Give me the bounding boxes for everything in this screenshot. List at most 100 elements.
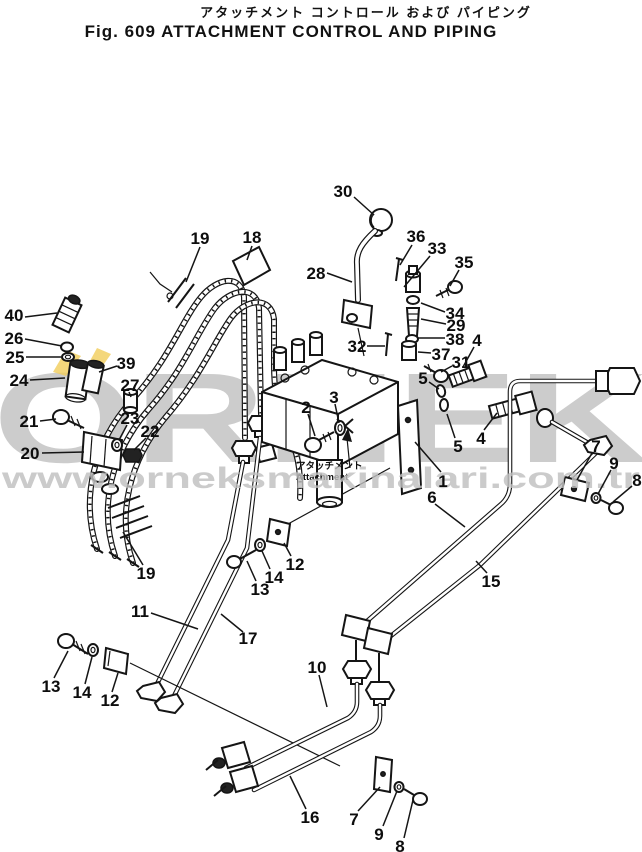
leader-line-34 — [420, 302, 446, 313]
clamp-group-left — [57, 633, 341, 767]
part-label-37: 37 — [432, 345, 451, 364]
part-label-29: 29 — [447, 316, 466, 335]
plate-group-right — [559, 475, 624, 515]
part-label-4: 4 — [472, 331, 482, 350]
leader-line-26 — [24, 338, 63, 347]
leader-line-21 — [39, 418, 57, 422]
part-label-31: 31 — [452, 353, 471, 372]
leader-line-24 — [29, 377, 66, 381]
part-label-2: 2 — [301, 398, 310, 417]
part-label-33: 33 — [428, 239, 447, 258]
part-label-36: 36 — [407, 227, 426, 246]
leader-line-39 — [98, 365, 118, 373]
part-label-9: 9 — [609, 454, 618, 473]
figure-header: アタッチメント コントロール および パイピング Fig. 609 ATTACH… — [0, 0, 642, 42]
part-label-6: 6 — [427, 488, 436, 507]
part-label-14: 14 — [73, 683, 92, 702]
tubes-11-17 — [135, 435, 263, 715]
leader-line-5 — [428, 381, 440, 390]
part-label-19: 19 — [191, 229, 210, 248]
leader-line-2 — [307, 413, 316, 437]
attachment-callout — [342, 428, 352, 469]
valve-fittings-right — [435, 359, 593, 447]
leader-line-19 — [185, 246, 201, 283]
part-label-24: 24 — [10, 371, 29, 390]
part-label-3: 3 — [329, 388, 338, 407]
leader-line-19 — [122, 531, 144, 566]
part-label-13: 13 — [42, 677, 61, 696]
leader-line-13 — [246, 560, 257, 582]
attachment-label-ja: アタッチメント — [296, 460, 363, 472]
leader-line-33 — [403, 255, 431, 288]
leader-line-37 — [417, 351, 432, 354]
leader-line-12 — [111, 672, 119, 693]
part-label-21: 21 — [20, 412, 39, 431]
leader-line-13 — [53, 650, 69, 679]
part-label-40: 40 — [5, 306, 24, 325]
part-label-1: 1 — [438, 472, 447, 491]
leader-line-7 — [357, 786, 381, 812]
leader-line-14 — [261, 550, 271, 570]
leader-line-27 — [128, 391, 132, 398]
part-label-8: 8 — [395, 837, 404, 852]
part-label-23: 23 — [121, 409, 140, 428]
part-label-32: 32 — [348, 337, 367, 356]
leader-line-5 — [446, 413, 456, 439]
part-label-22: 22 — [141, 422, 160, 441]
part-label-13: 13 — [251, 580, 270, 599]
leader-line-17 — [220, 613, 244, 633]
part-label-16: 16 — [301, 808, 320, 827]
part-label-19: 19 — [137, 564, 156, 583]
control-valve-block — [261, 331, 423, 508]
leader-line-35 — [449, 269, 460, 287]
part-label-39: 39 — [117, 354, 136, 373]
part-label-34: 34 — [446, 304, 465, 323]
plate-group-bottom — [372, 755, 428, 806]
part-label-28: 28 — [307, 264, 326, 283]
leader-line-23 — [118, 424, 128, 441]
part-label-7: 7 — [591, 437, 600, 456]
part-label-4: 4 — [476, 429, 486, 448]
part-label-20: 20 — [21, 444, 40, 463]
part-label-30: 30 — [334, 182, 353, 201]
part-label-5: 5 — [418, 369, 427, 388]
hose-clamp-lower — [107, 495, 153, 539]
leader-line-18 — [246, 245, 253, 261]
bolt-2-washer-3 — [304, 420, 346, 453]
part-label-14: 14 — [265, 568, 284, 587]
leader-line-22 — [133, 437, 147, 451]
svg-text:www.orneksmakinalari.com.tr: www.orneksmakinalari.com.tr — [0, 462, 640, 495]
leader-line-36 — [399, 244, 413, 266]
leader-line-4 — [462, 346, 475, 368]
leader-line-14 — [84, 656, 93, 685]
part-label-12: 12 — [286, 555, 305, 574]
leader-line-15 — [475, 560, 488, 574]
part-label-26: 26 — [5, 329, 24, 348]
figure-title-english: Fig. 609 ATTACHMENT CONTROL AND PIPING — [84, 22, 498, 41]
part-label-8: 8 — [632, 471, 641, 490]
leader-line-20 — [41, 451, 85, 454]
part-label-38: 38 — [446, 330, 465, 349]
leader-line-40 — [24, 312, 58, 318]
part-label-25: 25 — [6, 348, 25, 367]
hose-clamp-top — [149, 271, 195, 309]
control-lever-assembly — [340, 208, 463, 383]
leader-line-30 — [353, 196, 375, 216]
figure-title-japanese: アタッチメント コントロール および パイピング — [200, 5, 532, 20]
leader-line-10 — [318, 674, 328, 708]
part-label-5: 5 — [453, 437, 462, 456]
leader-line-1 — [414, 441, 442, 473]
part-label-35: 35 — [455, 253, 474, 272]
leader-line-29 — [420, 318, 447, 325]
part-label-27: 27 — [121, 376, 140, 395]
attachment-label-en: Attachment — [296, 472, 349, 483]
leader-line-3 — [334, 403, 340, 424]
line-art: アタッチメント Attachment — [51, 208, 642, 806]
tubes-10-16 — [205, 613, 396, 797]
leader-line-11 — [150, 612, 199, 630]
leader-line-9 — [382, 790, 398, 827]
part-label-10: 10 — [308, 658, 327, 677]
leader-line-28 — [326, 272, 353, 283]
